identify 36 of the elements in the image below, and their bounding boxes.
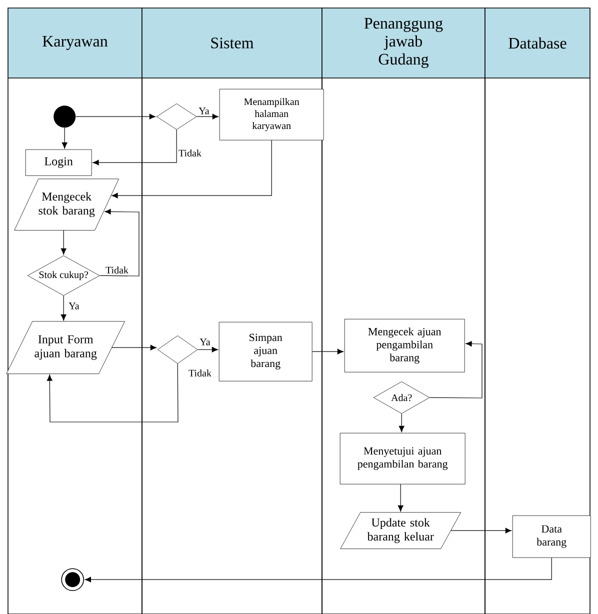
edge-label: Ya — [198, 338, 212, 346]
edge-label: Tidak — [188, 368, 212, 378]
arrow — [76, 114, 156, 120]
arrow — [450, 528, 512, 534]
process-box: Menyetujui ajuan pengambilan barang — [340, 432, 466, 484]
decision-diamond — [157, 336, 198, 364]
process-box: Mengecek ajuan pengambilan barang — [344, 318, 465, 372]
arrow — [100, 208, 140, 276]
end-dot — [61, 568, 84, 591]
edge-label: Tidak — [178, 148, 202, 158]
arrow — [112, 344, 157, 350]
arrow — [312, 348, 344, 354]
input-parallelogram: Update stok barang keluar — [340, 512, 461, 549]
arrow — [196, 114, 219, 120]
process-box: Menampilkan halaman karyawan — [219, 88, 324, 140]
edge-label: Ya — [68, 302, 80, 310]
edge-label: Ya — [198, 106, 210, 116]
arrow — [92, 130, 177, 166]
arrow — [60, 230, 66, 255]
arrow — [62, 128, 68, 149]
edge-label: Tidak — [104, 265, 130, 275]
arrow — [46, 364, 178, 422]
arrow — [398, 414, 404, 432]
input-parallelogram: Input Form ajuan barang — [6, 321, 125, 374]
arrow — [198, 346, 218, 352]
input-parallelogram: Mengecek stok barang — [14, 178, 119, 230]
arrow — [60, 296, 66, 321]
arrow — [112, 140, 272, 198]
arrow — [430, 341, 482, 398]
start-dot — [54, 106, 76, 128]
decision-diamond — [156, 104, 197, 130]
arrow — [84, 558, 552, 582]
process-box: Data barang — [512, 515, 591, 558]
arrow — [398, 484, 404, 512]
process-box: Login — [25, 149, 92, 176]
process-box: Simpan ajuan barang — [218, 322, 312, 382]
